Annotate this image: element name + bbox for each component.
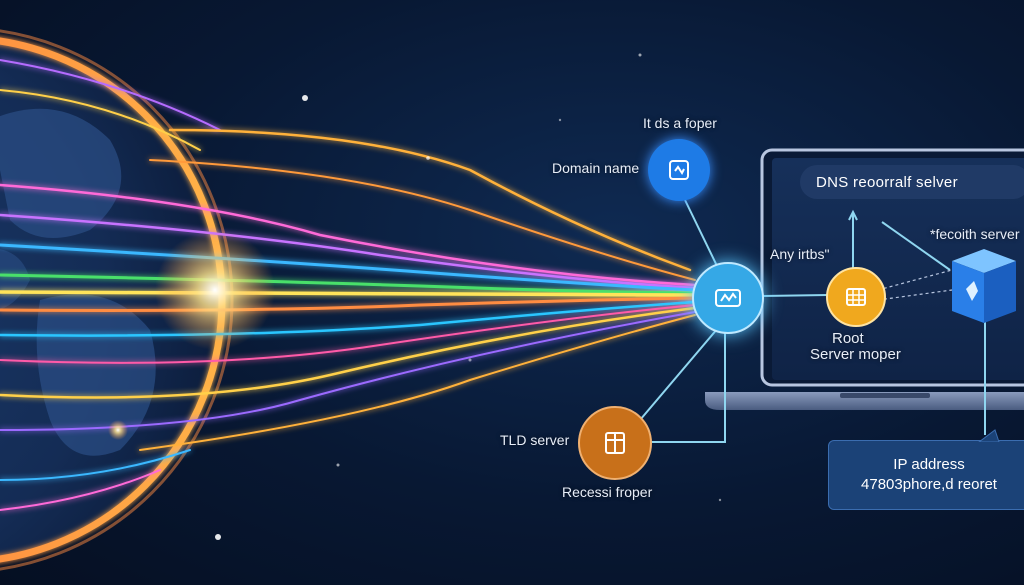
- sun-flare: [155, 230, 275, 350]
- recessi-label: Recessi froper: [562, 484, 653, 500]
- ip-box-pointer: [978, 429, 1000, 442]
- domain-icon: [669, 160, 689, 180]
- auth-server-label: *fecoith server: [930, 226, 1020, 242]
- tld-server-label: TLD server: [500, 432, 570, 448]
- stars: [215, 53, 722, 540]
- root-server-node: [826, 267, 886, 327]
- any-label: Any irtbs": [770, 246, 830, 262]
- network-icon: [715, 289, 741, 307]
- authoritative-server-cube: [952, 249, 1016, 323]
- root-label-line2: Server moper: [810, 346, 901, 363]
- connector-lines: [639, 199, 986, 443]
- dns-resolver-title-text: DNS reoorralf selver: [816, 173, 958, 191]
- root-label-line1: Root: [832, 330, 864, 347]
- small-flare: [108, 420, 128, 440]
- ip-address-value: 47803phore,d reoret: [861, 476, 997, 493]
- ip-address-box: IP address 47803phore,d reoret: [828, 440, 1024, 510]
- tld-server-node: [578, 406, 652, 480]
- light-streams: [0, 59, 697, 511]
- ip-address-title: IP address: [893, 456, 965, 473]
- top-label: It ds a foper: [643, 115, 717, 131]
- bird-icon: [966, 281, 978, 301]
- domain-name-label: Domain name: [552, 160, 640, 176]
- dns-resolver-title: DNS reoorralf selver: [800, 165, 1024, 199]
- building-icon: [605, 432, 625, 454]
- dashed-links: [877, 269, 953, 301]
- domain-name-node: [648, 139, 710, 201]
- hub-node: [692, 262, 764, 334]
- laptop: [705, 148, 1024, 410]
- server-grid-icon: [846, 288, 866, 306]
